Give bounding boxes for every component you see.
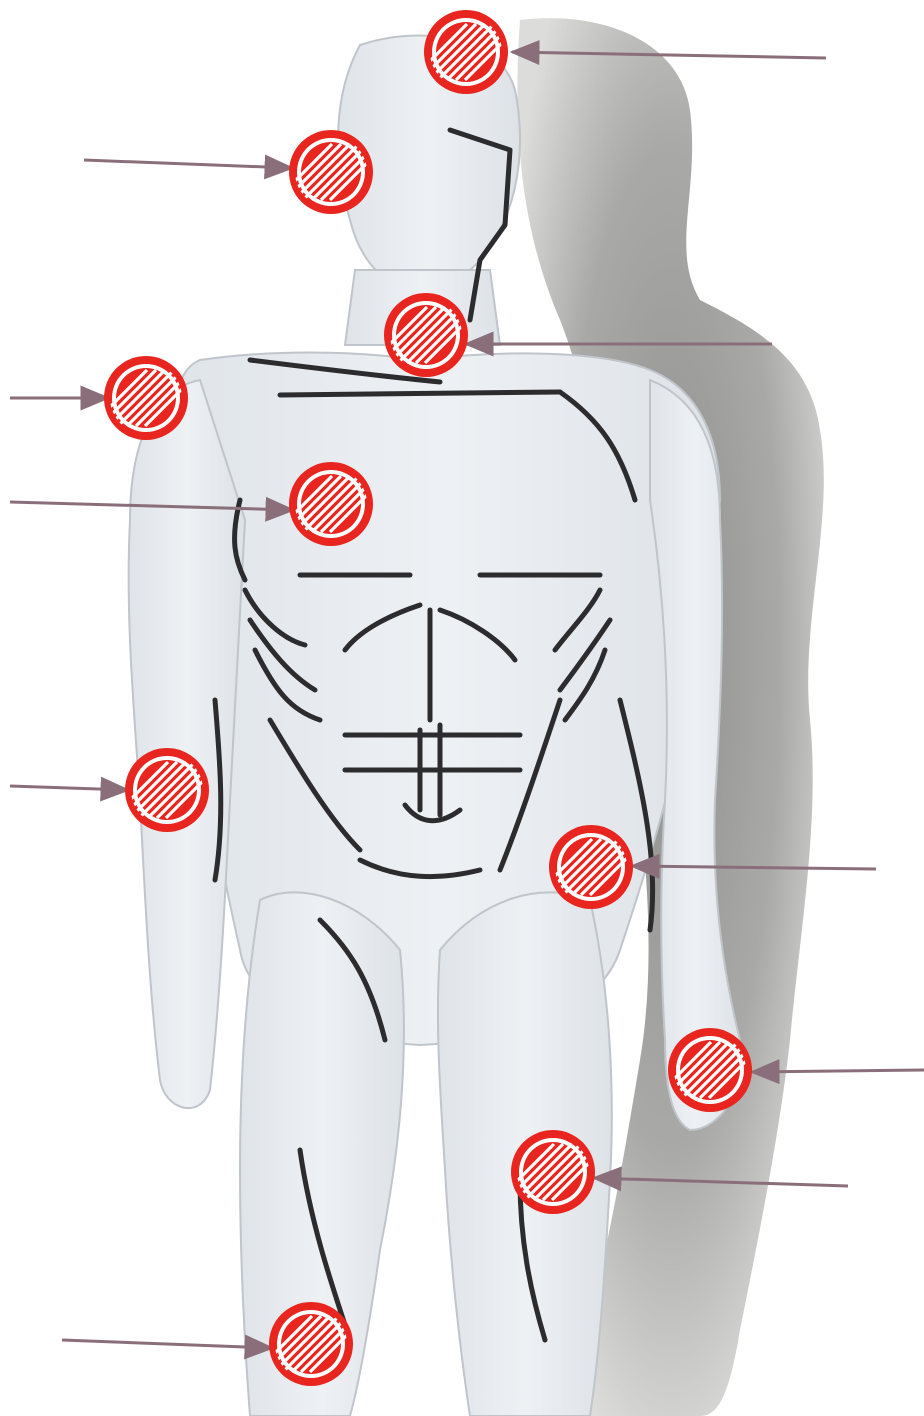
arrow-elbow-left: [10, 786, 128, 790]
arrow-knee-left: [62, 1340, 272, 1348]
arrow-jaw: [84, 160, 292, 168]
arrow-wrist: [752, 1070, 924, 1072]
